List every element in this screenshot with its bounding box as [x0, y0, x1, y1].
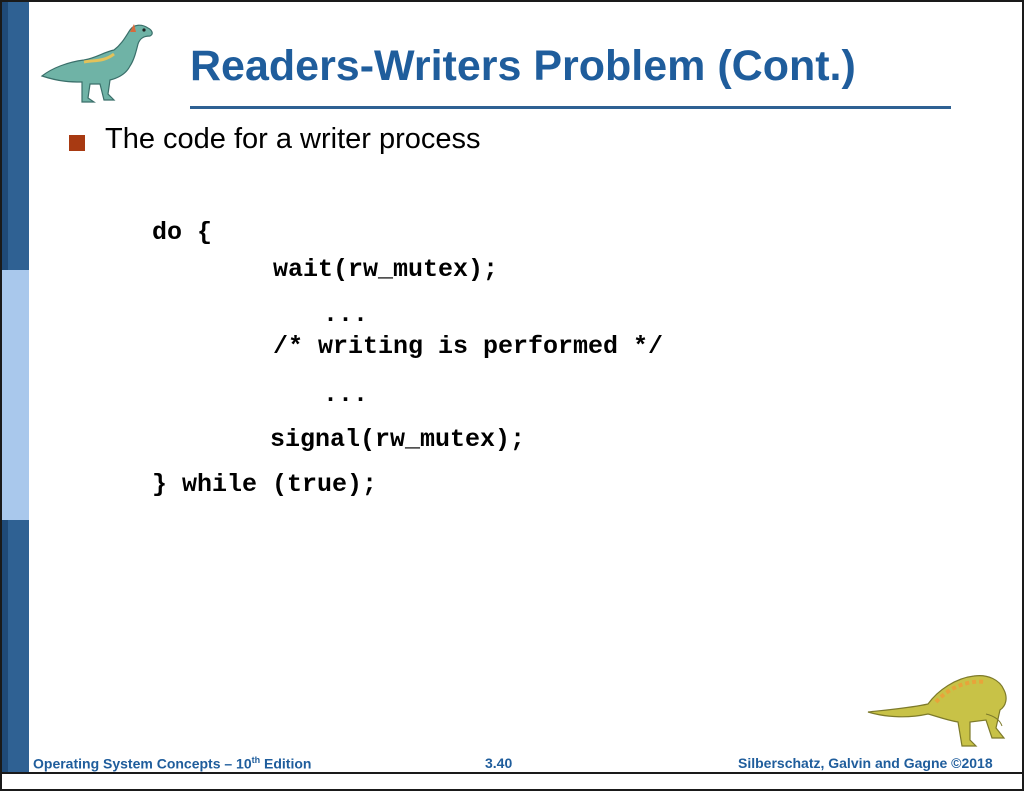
footer-page-number: 3.40: [485, 755, 513, 771]
footer-book-title: Operating System Concepts – 10th Edition: [33, 755, 312, 772]
sidebar-highlight: [2, 270, 29, 520]
footer-authors: Silberschatz, Galvin and Gagne ©2018: [738, 755, 993, 771]
bullet-marker: [69, 135, 85, 151]
code-line: do {: [152, 218, 213, 247]
dinosaur-icon: [867, 675, 1007, 747]
code-line: } while (true);: [152, 470, 378, 499]
code-line: ...: [323, 300, 369, 329]
dinosaur-icon: [40, 24, 153, 103]
code-line: signal(rw_mutex);: [270, 425, 526, 454]
code-line: /* writing is performed */: [273, 332, 664, 361]
code-line: wait(rw_mutex);: [273, 255, 499, 284]
bullet-text: The code for a writer process: [105, 123, 481, 155]
bottom-border: [2, 772, 1022, 774]
title-underline: [190, 106, 951, 109]
code-line: ...: [323, 380, 369, 409]
page-title: Readers-Writers Problem (Cont.): [190, 42, 856, 90]
